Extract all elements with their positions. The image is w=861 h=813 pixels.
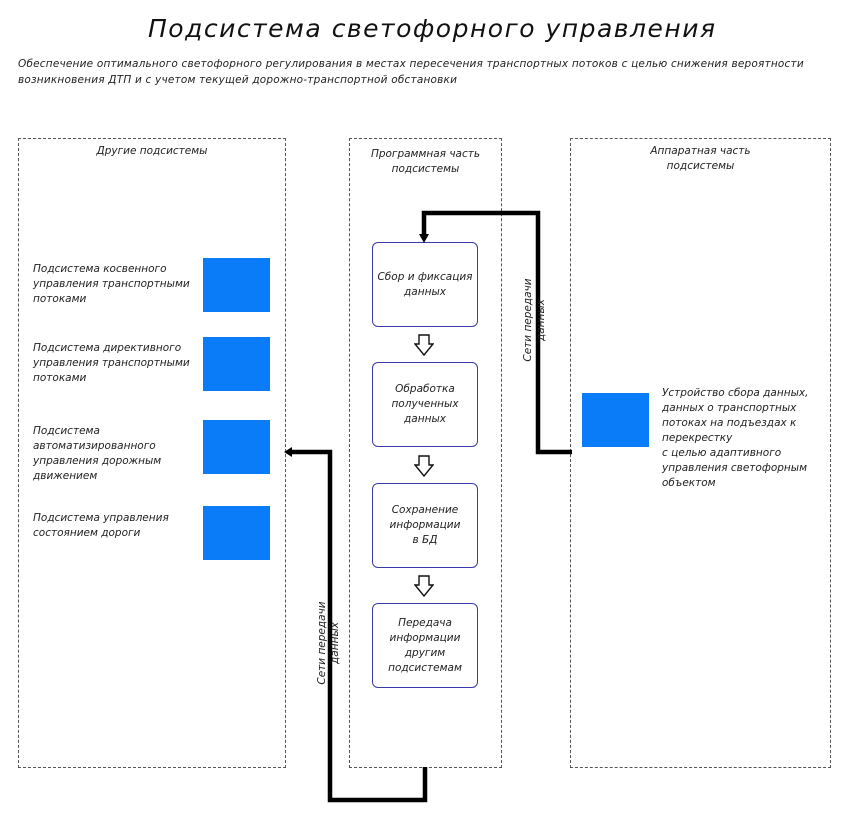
panel-title: Аппаратная часть подсистемы: [571, 144, 830, 174]
label-line: управления дорожным: [33, 455, 162, 467]
flow-step-store[interactable]: Сохранение информации в БД: [372, 483, 478, 568]
arrow-down-icon: [414, 455, 434, 477]
label-line: управления транспортными: [33, 278, 190, 290]
label-line: автоматизированного: [33, 440, 156, 452]
label-line: подсистемам: [388, 661, 462, 674]
label-line: движением: [33, 470, 98, 482]
connector-label-lower: Сети передачи данных: [316, 598, 346, 688]
label-line: Сохранение: [391, 504, 459, 516]
subsystem-label-indirect: Подсистема косвенного управления транспо…: [33, 262, 190, 307]
label-line: Передача: [398, 616, 452, 629]
label-line: потоках на подъездах к: [662, 417, 797, 429]
subsystem-block-road-condition[interactable]: [203, 506, 270, 560]
label-line: данных о транспортных: [662, 402, 797, 414]
panel-title: Другие подсистемы: [96, 145, 208, 157]
label-line: информации: [389, 519, 461, 531]
label-line: перекрестку: [662, 432, 733, 444]
title-line: Аппаратная часть: [650, 145, 751, 157]
data-collection-device-block[interactable]: [582, 393, 649, 447]
label-line: другим: [404, 646, 446, 659]
connector-label-upper: Сети передачи данных: [522, 275, 552, 365]
label-line: Подсистема косвенного: [33, 263, 167, 275]
label-line: в БД: [412, 534, 438, 546]
panel-title: Программная часть подсистемы: [350, 147, 501, 177]
flow-step-collect[interactable]: Сбор и фиксация данных: [372, 242, 478, 327]
label-line: потоками: [33, 372, 87, 384]
title-line: подсистемы: [391, 163, 460, 175]
label-line: Устройство сбора данных,: [662, 387, 809, 399]
label-line: данных: [535, 299, 547, 341]
label-line: с целью адаптивного: [662, 447, 782, 459]
label-line: Обработка: [395, 383, 455, 395]
subsystem-label-road-condition: Подсистема управления состоянием дороги: [33, 511, 169, 541]
panel-software-part: Программная часть подсистемы: [349, 138, 502, 768]
label-line: данных: [329, 622, 341, 664]
label-line: состоянием дороги: [33, 527, 141, 539]
label-line: Подсистема директивного: [33, 342, 182, 354]
label-line: Подсистема: [33, 425, 100, 437]
subsystem-block-indirect[interactable]: [203, 258, 270, 312]
label-line: данных: [404, 285, 446, 298]
description-line: Обеспечение оптимального светофорного ре…: [18, 58, 804, 70]
connector-transfer-to-other: [290, 449, 428, 803]
label-line: объектом: [662, 477, 716, 489]
flow-step-transfer[interactable]: Передача информации другим подсистемам: [372, 603, 478, 688]
diagram-title: Подсистема светофорного управления: [148, 14, 717, 43]
arrow-down-icon: [414, 575, 434, 597]
subsystem-block-automated[interactable]: [203, 420, 270, 474]
label-line: Сети передачи: [316, 601, 328, 685]
title-line: Программная часть: [370, 148, 481, 160]
diagram-description: Обеспечение оптимального светофорного ре…: [18, 56, 848, 88]
subsystem-block-directive[interactable]: [203, 337, 270, 391]
arrowhead-icon: [419, 234, 429, 243]
subsystem-label-automated: Подсистема автоматизированного управлени…: [33, 424, 161, 484]
device-label: Устройство сбора данных, данных о трансп…: [662, 386, 808, 491]
panel-other-subsystems: Другие подсистемы: [18, 138, 286, 768]
label-line: данных: [404, 413, 446, 425]
label-line: Сети передачи: [522, 278, 534, 362]
label-line: информации: [389, 631, 461, 644]
arrow-down-icon: [414, 334, 434, 356]
subsystem-label-directive: Подсистема директивного управления транс…: [33, 341, 190, 386]
label-line: Подсистема управления: [33, 512, 169, 524]
label-line: полученных: [391, 398, 459, 410]
label-line: управления светофорным: [662, 462, 807, 474]
arrowhead-icon: [284, 447, 292, 457]
label-line: управления транспортными: [33, 357, 190, 369]
title-line: подсистемы: [666, 160, 735, 172]
label-line: Сбор и фиксация: [377, 270, 473, 283]
flow-step-process[interactable]: Обработка полученных данных: [372, 362, 478, 447]
description-line: возникновения ДТП и с учетом текущей дор…: [18, 74, 458, 86]
connector-hardware-to-collect: [421, 210, 572, 455]
label-line: потоками: [33, 293, 87, 305]
